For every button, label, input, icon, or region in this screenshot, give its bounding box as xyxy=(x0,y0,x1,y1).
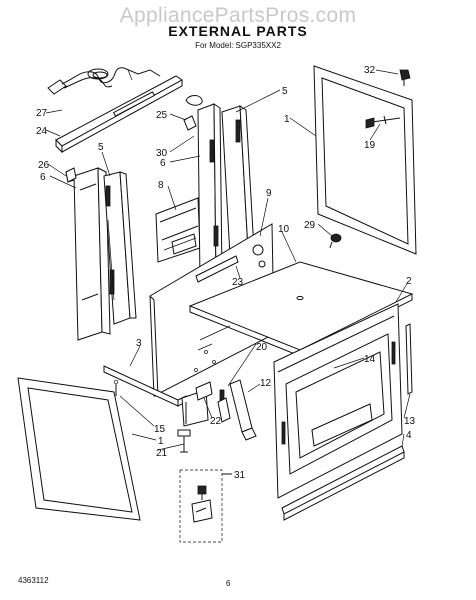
callout-2: 2 xyxy=(406,276,412,287)
callout-27: 27 xyxy=(36,108,48,119)
callout-19: 19 xyxy=(364,140,376,151)
callout-1-left: 1 xyxy=(158,436,164,447)
callout-31: 31 xyxy=(234,470,246,481)
clip-26[interactable] xyxy=(65,167,77,183)
callout-8: 8 xyxy=(158,180,164,191)
bolt-19[interactable] xyxy=(365,115,401,129)
bracket-22[interactable] xyxy=(195,381,213,401)
screw-15[interactable] xyxy=(113,379,119,396)
diagram-subtitle: For Model: SGP335XX2 xyxy=(195,41,281,50)
diagram-code: 4363112 xyxy=(18,576,49,585)
callout-1-right: 1 xyxy=(284,114,290,125)
callout-26: 26 xyxy=(38,160,50,171)
leader-lines xyxy=(45,69,411,451)
callout-10: 10 xyxy=(278,224,290,235)
knob-32[interactable] xyxy=(399,69,411,86)
callout-30: 30 xyxy=(156,148,168,159)
callout-4: 4 xyxy=(406,430,412,441)
callout-29: 29 xyxy=(304,220,316,231)
detail-box-31[interactable] xyxy=(179,469,232,543)
callout-numbers: 27 24 26 6 5 25 30 6 8 5 1 32 19 9 10 29… xyxy=(36,65,416,481)
knob-29[interactable] xyxy=(329,233,342,249)
rear-uprights[interactable] xyxy=(183,95,255,283)
callout-12: 12 xyxy=(260,378,272,389)
callout-5-left: 5 xyxy=(98,142,104,153)
diagram-title: EXTERNAL PARTS xyxy=(168,23,308,39)
callout-3: 3 xyxy=(136,338,142,349)
callout-5-right: 5 xyxy=(282,86,288,97)
watermark: AppliancePartsPros.com xyxy=(119,4,357,27)
leveling-leg[interactable] xyxy=(177,429,191,453)
callout-9: 9 xyxy=(266,188,272,199)
page-number: 6 xyxy=(226,579,231,588)
callout-25: 25 xyxy=(156,110,168,121)
rear-vent-panel[interactable] xyxy=(155,197,201,263)
callout-15: 15 xyxy=(154,424,166,435)
callout-14: 14 xyxy=(364,354,376,365)
callout-22: 22 xyxy=(210,416,222,427)
callout-21: 21 xyxy=(156,448,168,459)
left-side-panel[interactable] xyxy=(65,167,137,341)
callout-24: 24 xyxy=(36,126,48,137)
rear-top-bar[interactable] xyxy=(55,75,183,154)
front-frame[interactable] xyxy=(273,303,413,521)
right-door-panel[interactable] xyxy=(313,65,417,255)
callout-13: 13 xyxy=(404,416,416,427)
power-cord[interactable] xyxy=(47,67,161,95)
callout-6-center: 6 xyxy=(160,158,166,169)
bracket-20-12[interactable] xyxy=(217,379,257,441)
callout-23: 23 xyxy=(232,277,244,288)
callout-20: 20 xyxy=(256,342,268,353)
callout-6-left: 6 xyxy=(40,172,46,183)
callout-32: 32 xyxy=(364,65,376,76)
left-door-panel[interactable] xyxy=(17,377,141,521)
